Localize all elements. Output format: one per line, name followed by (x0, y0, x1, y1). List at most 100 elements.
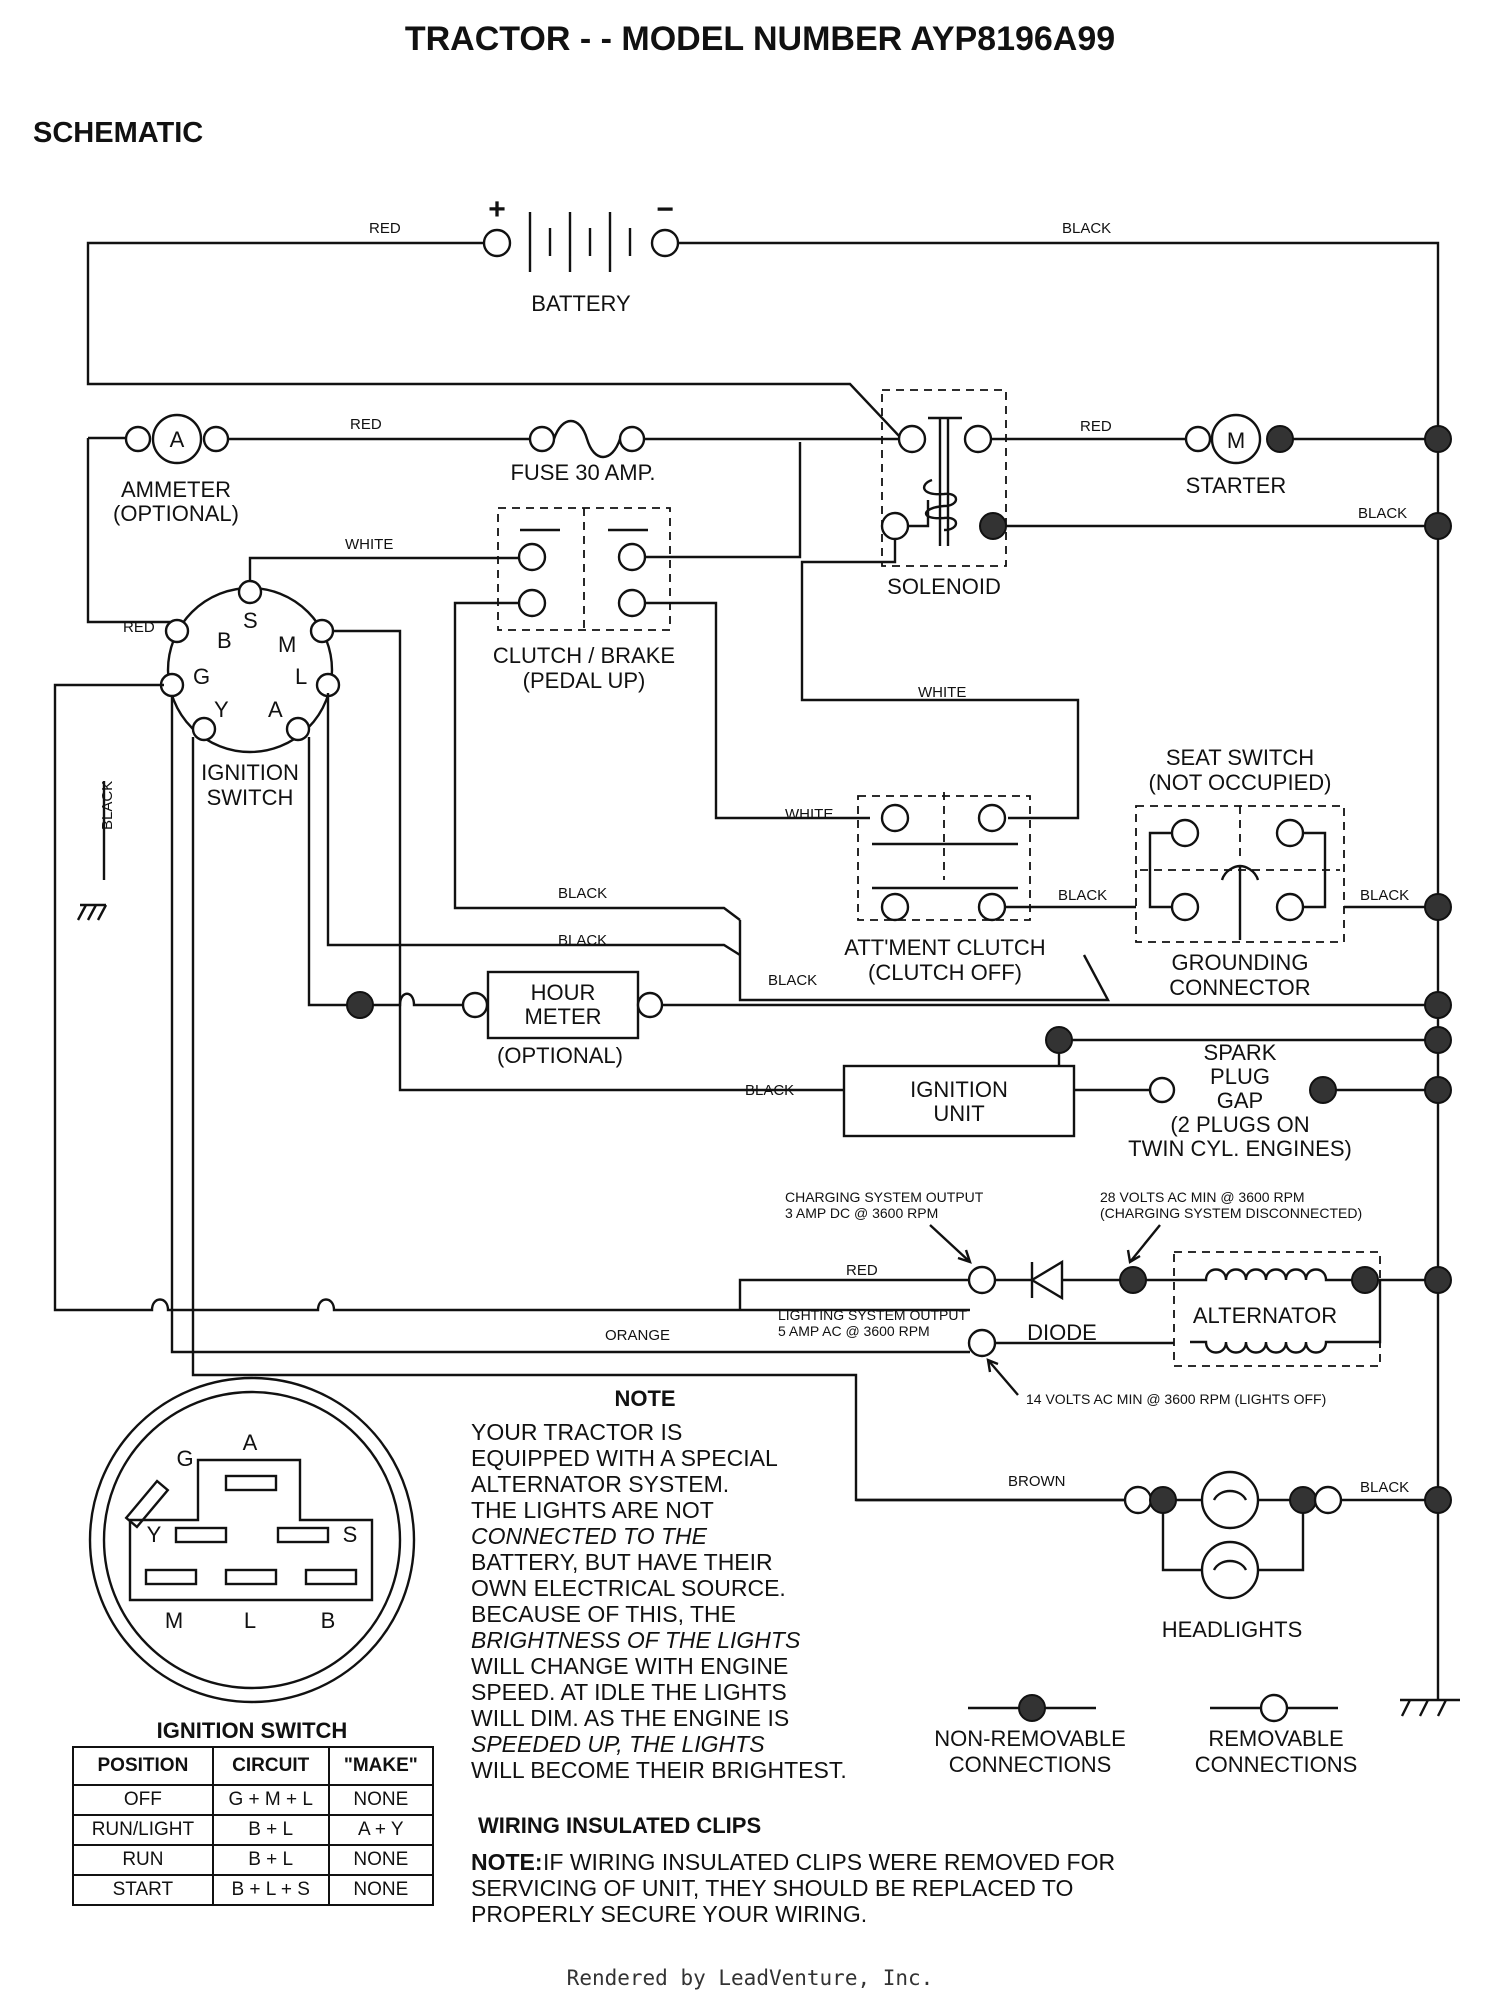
note-line-12: WILL DIM. AS THE ENGINE IS (471, 1705, 789, 1731)
solenoid-coil-lead (908, 500, 930, 528)
wire-white-solenoid (800, 539, 1080, 820)
arrow-alt-ac (1126, 1224, 1161, 1264)
headlight-filament-2 (1212, 1559, 1248, 1571)
table-row: RUN/LIGHT B + L A + Y (72, 1814, 435, 1846)
starter-symbol-label: M (1227, 428, 1245, 453)
note-line-4: THE LIGHTS ARE NOT (471, 1497, 714, 1523)
grounding-connector-symbol (1220, 864, 1260, 940)
note-line-1: YOUR TRACTOR IS (471, 1419, 682, 1445)
solenoid-label: SOLENOID (887, 574, 1001, 599)
clips-line-2: SERVICING OF UNIT, THEY SHOULD BE REPLAC… (471, 1875, 1073, 1901)
clutch-brake-terminal-tl (517, 542, 547, 572)
clutch-brake-terminal-bl (517, 588, 547, 618)
footer-credit: Rendered by LeadVenture, Inc. (566, 1966, 934, 1990)
alternator-box (1173, 1251, 1381, 1367)
table-row: START B + L + S NONE (72, 1874, 435, 1906)
ammeter-terminal-left (124, 425, 152, 453)
headlight-wires-right (1258, 1498, 1305, 1572)
headlight-wires-left (1161, 1498, 1202, 1572)
legend-non-removable-2: CONNECTIONS (949, 1752, 1112, 1777)
note-line-10: WILL CHANGE WITH ENGINE (471, 1653, 788, 1679)
alt-ac-label-1: 28 VOLTS AC MIN @ 3600 RPM (1100, 1189, 1305, 1205)
diode-symbol (1029, 1259, 1120, 1301)
headlight-bulb-1 (1200, 1470, 1260, 1530)
wire-label-black-ground-seat: BLACK (1360, 887, 1409, 904)
note-line-14: WILL BECOME THEIR BRIGHTEST. (471, 1757, 847, 1783)
legend-non-removable-1: NON-REMOVABLE (934, 1726, 1126, 1751)
battery-symbol (482, 212, 680, 272)
ground-bus-node-1 (1424, 425, 1452, 453)
starter-motor-symbol (1210, 413, 1262, 465)
ignition-switch-label-1: IGNITION (201, 760, 299, 785)
spark-plug-label-2: PLUG (1210, 1064, 1270, 1089)
wire-hour-meter-left (373, 992, 463, 1007)
ignition-unit-label-1: IGNITION (910, 1077, 1008, 1102)
ignition-terminal-m (309, 618, 335, 644)
spark-plug-label-1: SPARK (1204, 1040, 1277, 1065)
charging-output-terminal (967, 1265, 997, 1295)
attment-clutch-terminal-tl (880, 803, 910, 833)
headlight-filament-1 (1212, 1489, 1248, 1501)
ammeter-symbol-label: A (170, 427, 185, 452)
wire-red-charging (738, 1278, 970, 1310)
note-line-5: CONNECTED TO THE (471, 1523, 708, 1549)
table-cell: START (72, 1874, 214, 1906)
lighting-output-terminal (967, 1328, 997, 1358)
ignition-unit-box (842, 1064, 1076, 1138)
note-title: NOTE (614, 1386, 675, 1411)
ground-bus-node-2 (1424, 512, 1452, 540)
note-line-6: BATTERY, BUT HAVE THEIR (471, 1549, 773, 1575)
lights-off-label: 14 VOLTS AC MIN @ 3600 RPM (LIGHTS OFF) (1026, 1391, 1326, 1407)
grounding-connector-label-2: CONNECTOR (1169, 975, 1310, 1000)
ground-symbol-left (76, 903, 108, 921)
clips-title: WIRING INSULATED CLIPS (478, 1813, 761, 1838)
alternator-coil-top (1190, 1268, 1356, 1282)
legend-removable-symbol (1259, 1693, 1289, 1723)
seat-switch-terminal-tl (1170, 818, 1200, 848)
ignition-terminal-b (164, 618, 190, 644)
wire-label-red-charging: RED (846, 1262, 878, 1279)
wire-clutch-brake-solenoid (645, 442, 802, 559)
hour-meter-label-1: HOUR (531, 980, 596, 1005)
attment-clutch-terminal-bl (880, 892, 910, 922)
spark-plug-terminal (1148, 1076, 1176, 1104)
alternator-node-left (1119, 1266, 1147, 1294)
table-cell: OFF (72, 1784, 214, 1816)
fuse-symbol (552, 420, 622, 458)
wire-label-black-solenoid: BLACK (1358, 505, 1407, 522)
spark-plug-label-5: TWIN CYL. ENGINES) (1128, 1136, 1352, 1161)
wire-label-brown: BROWN (1008, 1473, 1066, 1490)
note-line-9: BRIGHTNESS OF THE LIGHTS (471, 1627, 801, 1653)
spark-plug-ground (1309, 1076, 1337, 1104)
wire-ignition-a (307, 737, 360, 1007)
seat-switch-jumpers (1148, 831, 1327, 909)
table-cell: RUN/LIGHT (72, 1814, 214, 1846)
attment-clutch-terminal-tr (977, 803, 1007, 833)
table-row: OFF G + M + L NONE (72, 1784, 435, 1816)
starter-ground-connection (1266, 425, 1294, 453)
wire-battery-positive (86, 241, 901, 438)
wire-ground-bus (678, 241, 1440, 1580)
note-text: YOUR TRACTOR IS EQUIPPED WITH A SPECIAL … (471, 1419, 847, 1783)
ignition-terminal-g (159, 672, 185, 698)
seat-switch-terminal-bl (1170, 892, 1200, 922)
clips-note-label: NOTE: (471, 1849, 543, 1875)
table-cell: B + L (211, 1814, 330, 1846)
charging-output-label-1: CHARGING SYSTEM OUTPUT (785, 1189, 984, 1205)
hour-meter-label-3: (OPTIONAL) (497, 1043, 623, 1068)
lighting-output-label-2: 5 AMP AC @ 3600 RPM (778, 1323, 930, 1339)
attment-clutch-outline (738, 920, 1110, 1002)
spark-plug-label-3: GAP (1217, 1088, 1263, 1113)
ignition-switch-face-inner (102, 1390, 402, 1690)
spark-plug-label-4: (2 PLUGS ON (1170, 1112, 1309, 1137)
legend-non-removable-symbol (1018, 1694, 1046, 1722)
fuse-terminal-right (618, 425, 646, 453)
table-cell: RUN (72, 1844, 214, 1876)
ignition-terminal-a (285, 716, 311, 742)
terminal-label-m: M (278, 632, 296, 657)
table-header-row: POSITION CIRCUIT "MAKE" (72, 1746, 435, 1786)
ammeter-terminal-right (202, 425, 230, 453)
terminal-label-a: A (268, 697, 283, 722)
seat-switch-label-1: SEAT SWITCH (1166, 745, 1314, 770)
